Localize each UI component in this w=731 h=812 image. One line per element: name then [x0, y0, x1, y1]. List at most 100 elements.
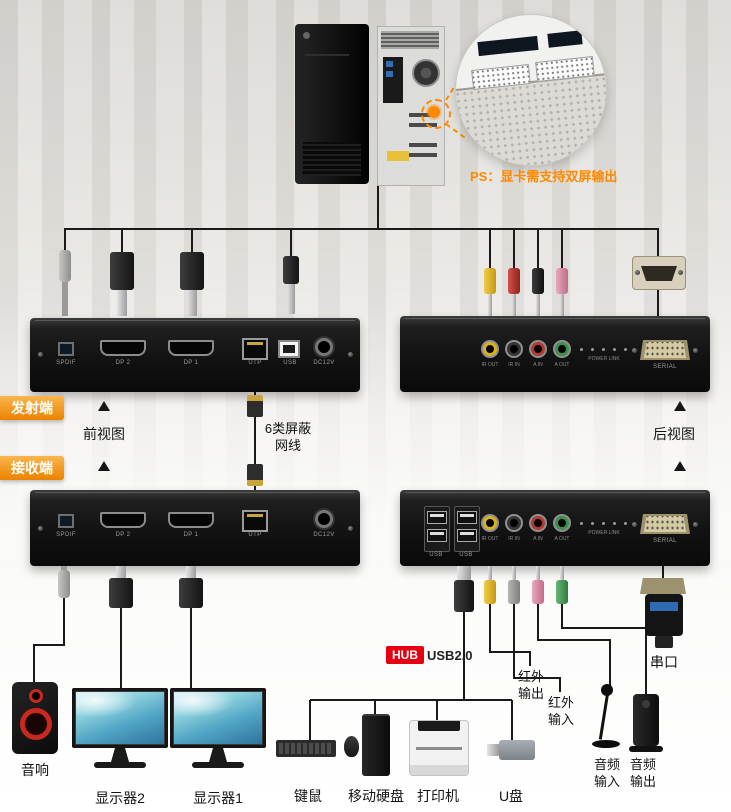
hub-usb-text: USB2.0 — [427, 648, 473, 663]
monitor-screen — [72, 688, 168, 748]
microphone-base — [592, 740, 620, 748]
audio-out-device — [633, 694, 659, 746]
port-label: UTP — [248, 360, 262, 366]
usb-a-plug-tip — [457, 566, 471, 580]
rx-optical-plug — [58, 570, 70, 598]
port-label: DC12V — [313, 360, 335, 366]
status-led — [613, 348, 616, 351]
up-arrow-icon — [674, 461, 686, 471]
audio-out-label: 音频输出 — [629, 757, 656, 789]
ir-out-label: 红外输出 — [517, 669, 544, 701]
rx-usb-ports-1 — [424, 506, 450, 552]
up-arrow-icon — [98, 401, 110, 411]
printer-lid — [418, 721, 460, 731]
usb-a-port — [457, 511, 477, 524]
port-label: SERIAL — [653, 364, 677, 370]
serial-screw — [693, 348, 698, 353]
serial-adapter-connector — [640, 578, 686, 594]
usb-b-plug-tip — [287, 284, 295, 314]
audio-jack-pink-tip — [560, 294, 564, 316]
gpu-port-dark-2 — [547, 30, 583, 48]
audio-in-plug — [532, 580, 544, 604]
ir-in-label: 红外输入 — [547, 695, 574, 727]
rx-serial-face — [643, 516, 687, 532]
up-arrow-icon — [674, 401, 686, 411]
dp-plug-2-tip — [187, 290, 197, 316]
rj45-plug-bottom — [247, 464, 263, 486]
led-labels: POWER LINK — [588, 356, 620, 362]
mouse-icon — [344, 736, 359, 757]
rx-usb-ports-2 — [454, 506, 480, 552]
tx-dp2-port — [100, 340, 146, 356]
audio-jack-pink — [556, 268, 568, 294]
status-led — [613, 522, 616, 525]
led-labels: POWER LINK — [588, 530, 620, 536]
hub-tag: HUB — [386, 646, 424, 664]
port-label: USB — [283, 360, 297, 366]
audio-out-speaker-dot — [642, 700, 650, 708]
io-panel — [383, 57, 403, 103]
front-grille — [303, 142, 361, 176]
box-screw — [38, 352, 43, 357]
ir-out-plug — [484, 580, 496, 604]
dp-plug-1 — [110, 252, 134, 290]
monitor1-label: 显示器1 — [193, 790, 243, 806]
drive-slot — [305, 54, 349, 56]
monitor-screen — [170, 688, 266, 748]
audio-out-base — [629, 746, 663, 752]
gpu-zoom-circle — [455, 14, 607, 166]
box-screw — [38, 526, 43, 531]
vga-screw — [635, 270, 640, 275]
port-label: SPDIF — [56, 360, 76, 366]
serial-screw — [693, 522, 698, 527]
pc-tower-front — [295, 24, 369, 184]
tx-dp1-port — [168, 340, 214, 356]
tx-ir-out-jack — [483, 342, 497, 356]
status-led — [580, 522, 583, 525]
port-label: DP 2 — [115, 532, 131, 538]
rear-view-label: 后视图 — [653, 426, 695, 442]
port-label: DP 1 — [183, 532, 199, 538]
udisk-connector — [487, 744, 499, 756]
rx-dp-plug-2 — [179, 578, 203, 608]
printer-tray — [410, 765, 468, 775]
gpu-highlight-dot — [428, 106, 440, 118]
keyboard-icon — [276, 740, 336, 757]
optical-plug-tip — [62, 282, 68, 316]
rx-dp-plug-2-tip — [186, 566, 196, 578]
optical-plug — [59, 250, 71, 282]
audio-in-plug-tip — [536, 566, 540, 580]
gpu-port-dark — [477, 35, 539, 57]
vga-plug-face — [641, 266, 677, 281]
gpu-highlight-ring — [421, 99, 451, 129]
printer-slot — [416, 747, 462, 750]
serial-screw — [632, 348, 637, 353]
rx-dp1-port — [168, 512, 214, 528]
hdd-label: 移动硬盘 — [348, 788, 404, 804]
jack-label: A OUT — [554, 362, 570, 368]
cable-label-line2: 网线 — [274, 438, 301, 453]
rx-audio-in-jack — [531, 516, 545, 530]
tx-dc-port — [315, 338, 333, 356]
usb-a-port — [457, 529, 477, 542]
dp-plug-2 — [180, 252, 204, 290]
monitor-stand — [111, 748, 129, 762]
speaker-tweeter — [29, 689, 43, 703]
label-sticker — [387, 151, 409, 161]
monitor-1 — [170, 688, 266, 768]
status-led — [591, 522, 594, 525]
psu-vent — [381, 31, 439, 49]
status-led — [624, 522, 627, 525]
usb-a-plug — [454, 580, 474, 612]
rx-audio-out-jack — [555, 516, 569, 530]
audio-jack-black-tip — [536, 294, 540, 316]
usb-b-plug — [283, 256, 299, 284]
ir-out-plug-tip — [488, 566, 492, 580]
usb-ports-blue — [386, 61, 393, 67]
tx-ir-in-jack — [507, 342, 521, 356]
port-label: USB — [429, 552, 443, 558]
audio-out-plug — [556, 580, 568, 604]
ir-in-plug-tip — [512, 566, 516, 580]
audio-in-label: 音频输入 — [593, 757, 620, 789]
